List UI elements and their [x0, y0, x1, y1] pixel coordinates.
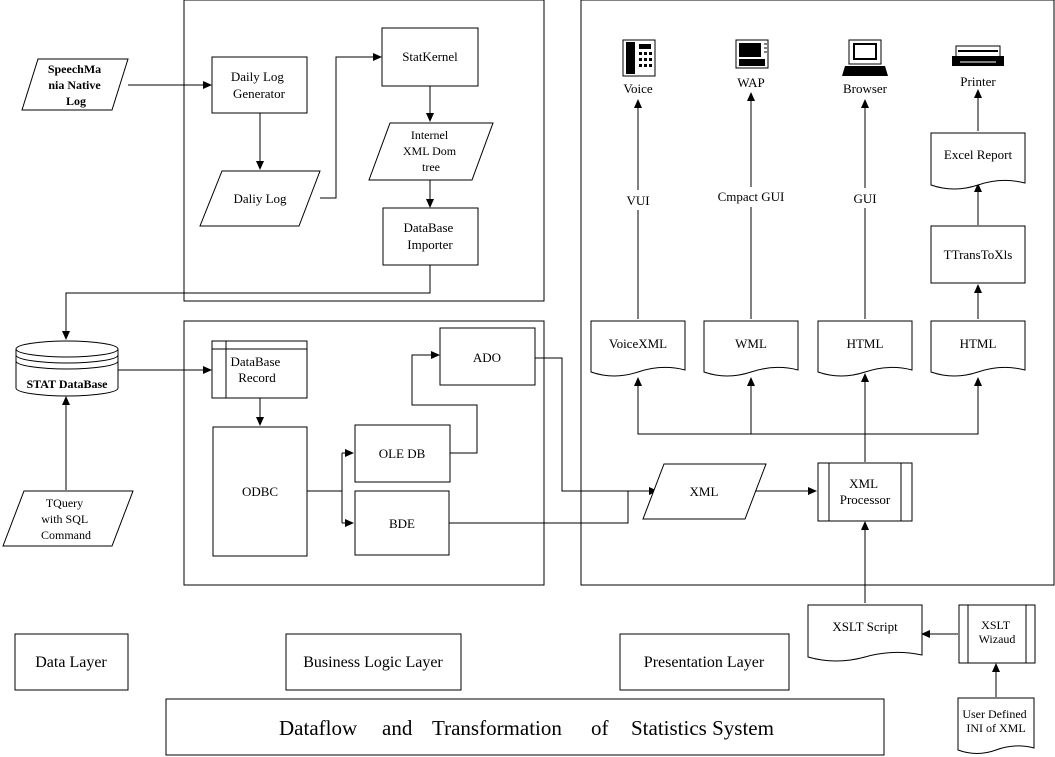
excel-report-label: Excel Report — [944, 147, 1013, 162]
internel-xml-dom-label: Internel XML Dom tree — [403, 128, 459, 174]
internel-xml-dom-node — [368, 122, 494, 181]
legend-data-layer-box — [14, 633, 129, 691]
tquery-sql-node — [2, 490, 134, 547]
title-box — [165, 698, 885, 756]
printer-icon — [952, 45, 1004, 66]
stat-database-node — [15, 340, 119, 397]
diagram-title: Dataflow and Transformation of Statistic… — [279, 716, 774, 740]
legend-business-logic-layer-label: Business Logic Layer — [303, 654, 443, 671]
database-importer-node — [382, 207, 479, 266]
statkernel-label: StatKernel — [402, 49, 458, 64]
database-importer-label: DataBase Importer — [403, 220, 456, 252]
tquery-sql-label: TQuery with SQL Command — [41, 496, 91, 542]
xslt-script-doc-node — [807, 604, 923, 662]
xml-processor-label: XML Processor — [840, 476, 891, 507]
device-label-wap: WAP — [737, 75, 764, 90]
legend-presentation-layer-box — [619, 633, 790, 691]
edge-label-vui: VUI — [626, 193, 649, 208]
speechmania-log-node — [21, 58, 129, 111]
user-ini-label: User Defined INI of XML — [962, 707, 1029, 735]
legend-business-logic-layer-box — [285, 633, 462, 691]
odbc-node — [212, 426, 308, 557]
daily-log-label: Daliy Log — [233, 191, 287, 206]
voicexml-doc-node — [590, 320, 686, 377]
telephone-icon — [622, 39, 656, 77]
ttranstoxls-node — [930, 225, 1026, 284]
daily-log-generator-node — [211, 56, 308, 114]
daily-log-node — [199, 170, 321, 227]
ado-node — [439, 327, 536, 386]
legend-presentation-layer-label: Presentation Layer — [644, 654, 765, 671]
xml-processor-node — [817, 462, 913, 522]
voicexml-label: VoiceXML — [609, 336, 667, 351]
ado-label: ADO — [473, 350, 501, 365]
device-label-voice: Voice — [623, 81, 653, 96]
bde-label: BDE — [389, 516, 415, 531]
business-logic-container-top — [183, 0, 545, 302]
device-label-browser: Browser — [843, 81, 888, 96]
computer-icon — [842, 39, 888, 76]
excel-report-doc-node — [930, 132, 1026, 190]
xml-label: XML — [690, 484, 719, 499]
xslt-wizard-node — [958, 604, 1036, 664]
database-record-label: DataBase Record — [230, 354, 283, 385]
odbc-label: ODBC — [242, 484, 278, 499]
bde-node — [354, 490, 450, 556]
stat-database-label: STAT DataBase — [26, 377, 108, 391]
wml-label: WML — [735, 336, 767, 351]
database-record-node — [211, 340, 308, 399]
xml-node — [642, 463, 767, 520]
speechmania-log-label: SpeechMa nia Native Log — [48, 62, 104, 108]
xslt-script-label: XSLT Script — [832, 619, 898, 634]
wml-doc-node — [703, 320, 799, 377]
html-label-2: HTML — [960, 336, 997, 351]
statkernel-node — [381, 27, 479, 87]
ttranstoxls-label: TTransToXls — [944, 247, 1013, 262]
edge-label-compact-gui: Cmpact GUI — [718, 189, 785, 204]
device-label-printer: Printer — [960, 74, 996, 89]
ole-db-node — [354, 424, 451, 483]
user-ini-doc-node — [957, 697, 1035, 754]
edge-label-gui: GUI — [853, 191, 876, 206]
connectors — [62, 53, 1000, 697]
ole-db-label: OLE DB — [379, 446, 426, 461]
wap-phone-icon — [735, 39, 769, 69]
legend-data-layer-label: Data Layer — [35, 654, 107, 671]
daily-log-generator-label: Daily Log Generator — [231, 69, 287, 101]
xslt-wizard-label: XSLT Wizaud — [979, 618, 1016, 646]
html-doc-node-1 — [817, 320, 913, 377]
html-doc-node-2 — [930, 320, 1026, 377]
html-label-1: HTML — [847, 336, 884, 351]
